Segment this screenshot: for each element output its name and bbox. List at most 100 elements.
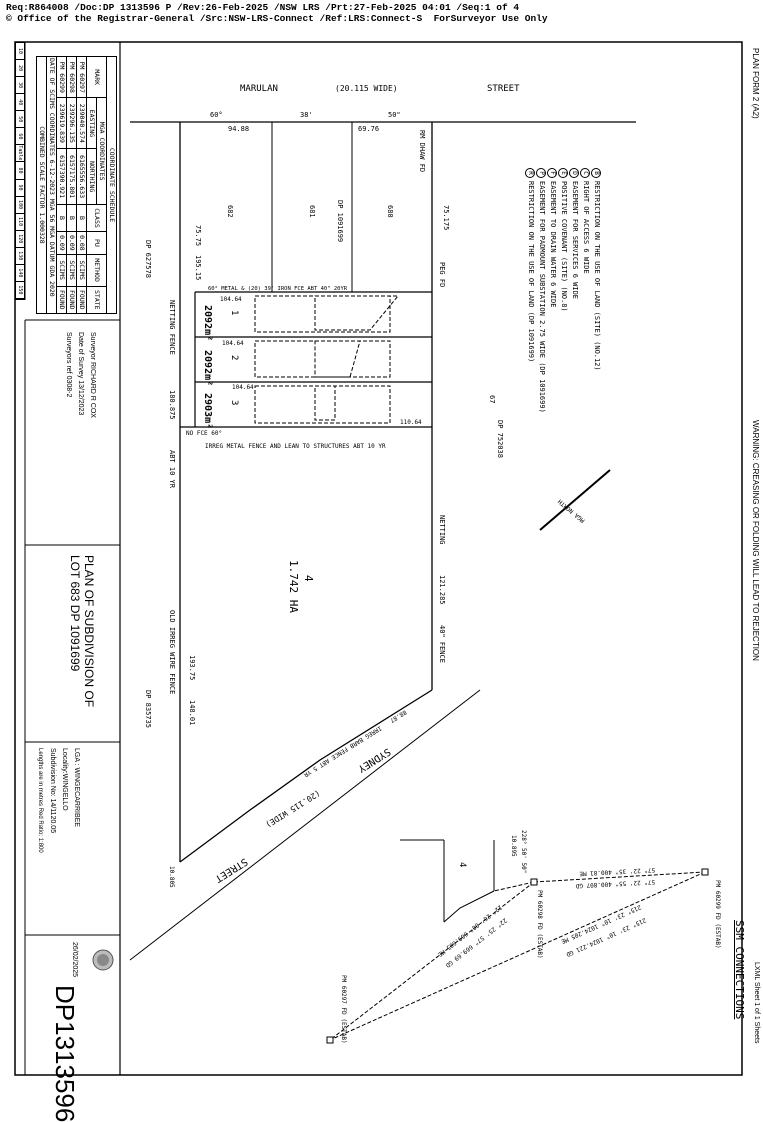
column-header: STATE <box>86 286 107 314</box>
ruler-tick: 40 <box>16 94 24 112</box>
lot-2-area: 2092m² <box>202 350 213 386</box>
dim-label: 75.75 <box>194 225 202 246</box>
sydney-street-boundary <box>179 689 433 863</box>
legend-mark: C <box>580 168 590 178</box>
north-arrow-label: MGA NORTH <box>557 497 587 524</box>
legend-text: EASEMENT TO DRAIN WATER 6 WIDE <box>549 181 557 308</box>
plan-number: DP1313596 <box>50 985 80 1122</box>
lot-1-number: 1 <box>229 310 239 315</box>
legend-item: EPOSITIVE COVENANT (SITE) (NO.8) <box>558 168 569 408</box>
connection-lot-4: 4 <box>457 862 467 867</box>
cell: PM 60299 <box>56 56 67 98</box>
ruler-tick: 100 <box>16 196 24 214</box>
connection-line <box>329 881 535 1041</box>
lot-4-number: 4 <box>302 575 315 582</box>
fence-note: ABT 10 YR <box>168 450 176 489</box>
marulan-street-name: MARULAN <box>240 84 278 94</box>
cell: B <box>76 204 87 232</box>
column-header: PU <box>86 231 107 255</box>
column-header: EASTING <box>86 97 97 149</box>
cell: FOUND <box>66 286 77 314</box>
plan-form-label: PLAN FORM 2 (A2) <box>751 48 760 119</box>
legend-text: EASEMENT FOR SERVICES 6 WIDE <box>571 181 579 300</box>
dim-label: 104.64 <box>220 296 242 303</box>
schedule-scale-note: COMBINED SCALE FACTOR 1.000328 <box>36 56 47 314</box>
surveyor-ref: Surveyors ref 0308-2 <box>65 332 72 398</box>
dim-label: 121.285 <box>438 575 446 605</box>
positive-covenant-site <box>314 385 336 421</box>
legend-item: R RESTRICTION ON THE USE OF LAND (DP 1091… <box>525 168 536 408</box>
legend-mark: P <box>536 168 546 178</box>
legend-item: DEASEMENT FOR SERVICES 6 WIDE <box>569 168 580 408</box>
lot-3-area: 2903m² <box>202 393 213 429</box>
legend-text: RESTRICTION ON THE USE OF LAND (DP 10916… <box>527 181 535 363</box>
restriction-site <box>254 340 391 378</box>
fence-note: 60° METAL & (20) 39' IRON FCE ABT 40" 20… <box>208 286 348 292</box>
column-header: NORTHING <box>86 148 97 205</box>
column-header: METHOD <box>86 254 107 287</box>
cell: 239040.574 <box>76 97 87 149</box>
plan-title-line-2: LOT 683 DP 1091699 <box>68 555 82 672</box>
cell: 0.09 <box>56 231 67 255</box>
legend-mark: E <box>558 168 568 178</box>
plan-title-line-1: PLAN OF SUBDIVISION OF <box>82 555 96 708</box>
ssm-connections-title: SSM CONNECTIONS <box>733 920 746 1020</box>
lot-3-number: 3 <box>229 400 239 405</box>
cell: 239296.135 <box>66 97 77 149</box>
adjoining-dp: DP 752038 <box>496 420 504 458</box>
fence-note: OLD IRREG WIRE FENCE <box>168 610 176 694</box>
lot-1-area: 2092m² <box>202 305 213 341</box>
cell: FOUND <box>76 286 87 314</box>
column-header: CLASS <box>86 204 107 232</box>
mark-label: RM DHAW FD <box>418 130 426 172</box>
connection-dim: 57° 22' 35" 400.81 ME <box>579 866 656 877</box>
legend-item: C RIGHT OF ACCESS 6 WIDE <box>580 168 591 408</box>
ruler-tick: 120 <box>16 230 24 248</box>
plan-drawing: MARULAN (20.115 WIDE) STREET 60° 94.88 3… <box>14 41 743 1076</box>
dim-label: 104.64 <box>222 340 244 347</box>
pm-60298-label: PM 60298 FD (ESTAB) <box>536 890 543 959</box>
warning-text: WARNING: CREASING OR FOLDING WILL LEAD T… <box>751 420 760 661</box>
ruler-tick: 80 <box>16 162 24 180</box>
dim-label: 38' <box>300 111 313 119</box>
plan-title: PLAN OF SUBDIVISION OF LOT 683 DP 109169… <box>68 555 96 735</box>
connection-line <box>533 871 706 883</box>
pm-60297-label: PM 60297 FD (ESTAB) <box>340 975 347 1044</box>
lga: LGA : WINGECARRIBEE <box>73 748 80 827</box>
cell: 6157175.801 <box>66 148 77 205</box>
connection-line <box>493 881 535 892</box>
dim-label: 69.76 <box>358 125 379 133</box>
cell: 6157390.921 <box>56 148 67 205</box>
legend-mark: R <box>525 168 535 178</box>
positive-covenant-site <box>314 340 361 378</box>
survey-date: Date of Survey 13/12/2023 <box>77 332 84 416</box>
connection-street-line <box>443 890 495 923</box>
cell: 239619.839 <box>56 97 67 149</box>
lengths-note: Lengths are in metres Red Ratio: 1:800 <box>37 748 43 853</box>
dim-label: 180.875 <box>168 390 176 420</box>
marulan-street-label: STREET <box>487 84 520 94</box>
surveyor-block: Surveyor RICHARD R COX Date of Survey 13… <box>62 332 98 532</box>
dim-label: 10.805 <box>168 866 175 888</box>
sheet-border <box>14 41 743 1076</box>
header-line-2: © Office of the Registrar-General /Src:N… <box>6 13 548 24</box>
legend-text: RIGHT OF ACCESS 6 WIDE <box>582 181 590 274</box>
dim-label: 148.01 <box>188 700 196 725</box>
pm-60299-marker-icon <box>701 868 709 876</box>
dim-label: 193.75 <box>188 655 196 680</box>
legend-item: FEASEMENT TO DRAIN WATER 6 WIDE <box>547 168 558 408</box>
lot-4-area: 1.742 HA <box>287 560 300 613</box>
pm-60298-marker-icon <box>530 878 538 886</box>
registrar-seal-inner <box>97 954 109 966</box>
cell: 0.09 <box>66 231 77 255</box>
subdivision-number: Subdivision No: 14/1120.05 <box>49 748 56 834</box>
lot-2-number: 2 <box>229 355 239 360</box>
fence-note: NETTING FENCE <box>168 300 176 355</box>
positive-covenant-site <box>314 295 400 331</box>
column-group-header: MGA COORDINATES <box>96 97 107 205</box>
ruler-tick: 50 <box>16 111 24 129</box>
fence-note: NETTING <box>438 515 446 545</box>
